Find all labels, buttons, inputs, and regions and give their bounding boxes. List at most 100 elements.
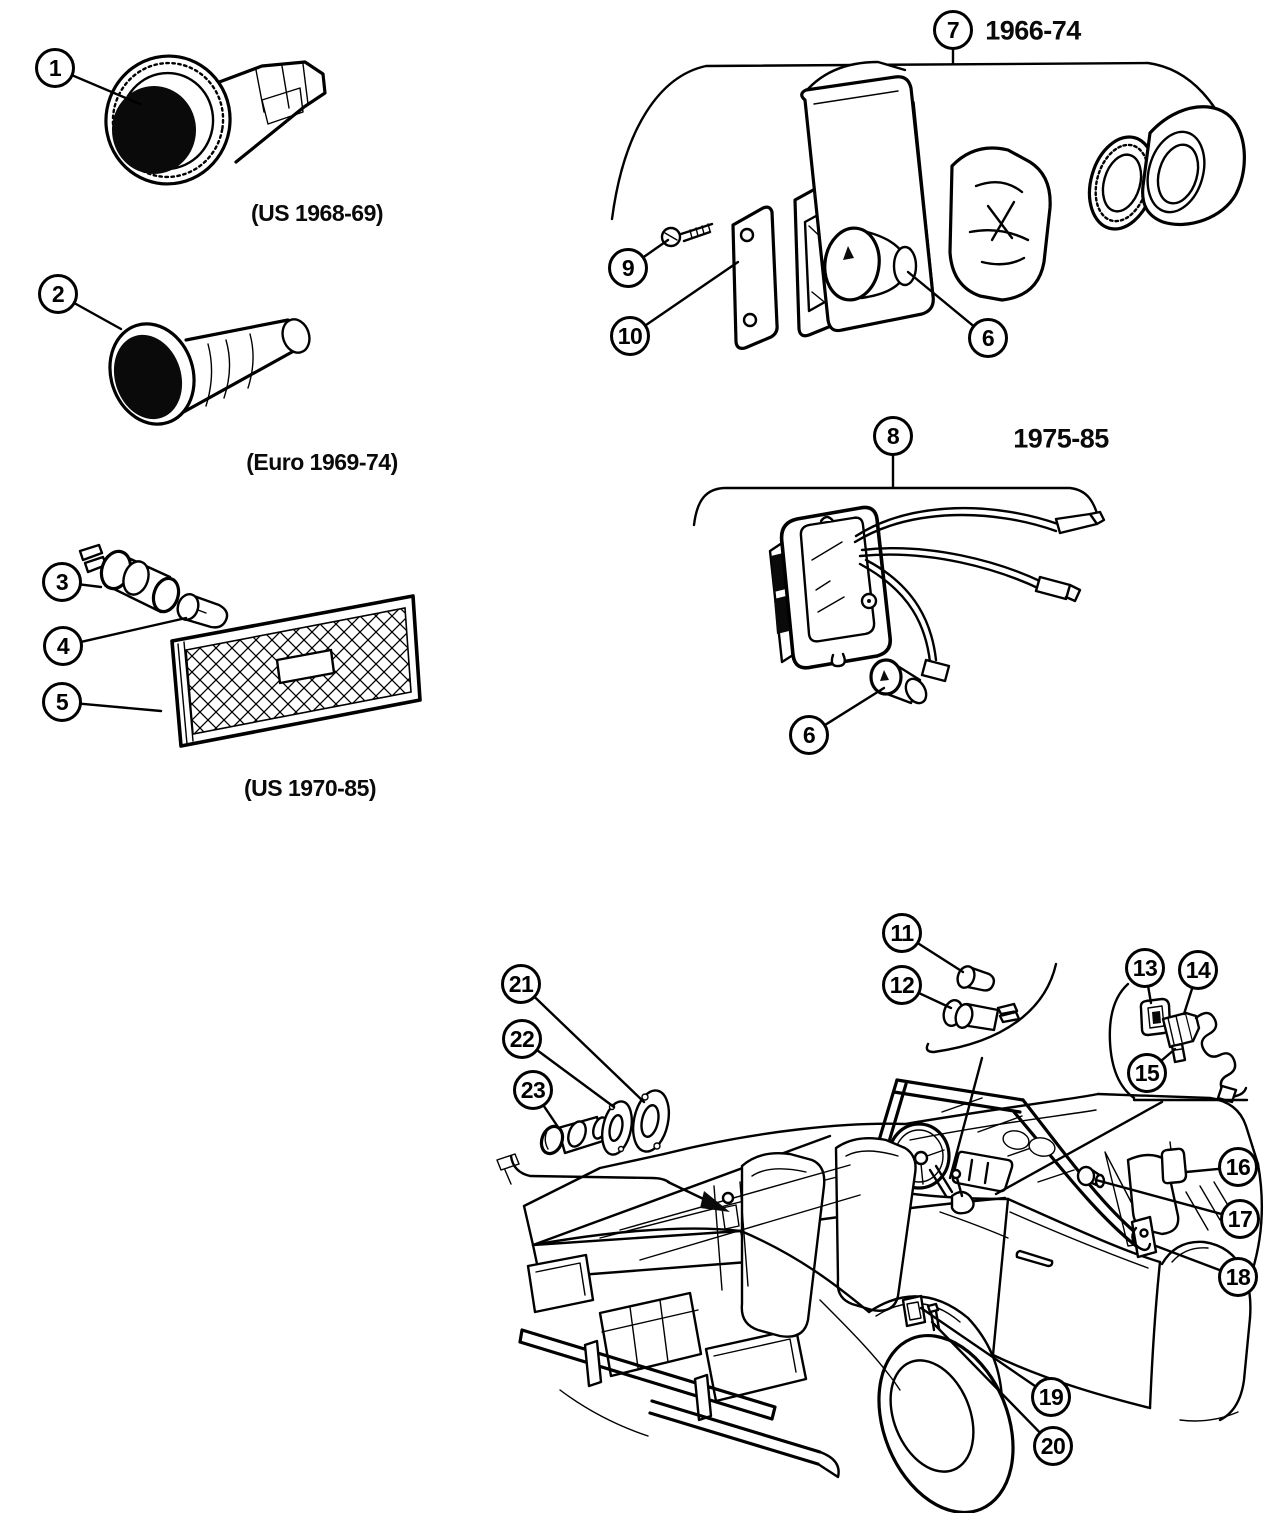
- callout-circle: [1125, 948, 1165, 988]
- bracket-13-15-left: [1108, 982, 1136, 1100]
- callout-circle: [1127, 1053, 1167, 1093]
- callout-21: 21: [501, 964, 646, 1104]
- callout-13: 13: [1125, 948, 1165, 1005]
- backing-plate-part-10: [731, 205, 779, 350]
- caption-range-1966-74: 1966-74: [985, 15, 1081, 45]
- locator-arrow-21-23-head: [700, 1191, 730, 1212]
- rubber-cone-lens: [1141, 105, 1246, 227]
- part-3-bulb-socket-drawing: [78, 543, 181, 614]
- callout-16: 16: [1184, 1147, 1258, 1187]
- jamb-switch-part-16-location: [1160, 1141, 1188, 1185]
- callout-number: 21: [509, 971, 534, 997]
- callout-circle: [513, 1070, 553, 1110]
- callout-leader-line: [533, 995, 646, 1104]
- callout-number: 8: [887, 423, 900, 449]
- part-1-dome-marker-lamp-drawing: [104, 54, 327, 186]
- callout-circle: [789, 715, 829, 755]
- callout-circle: [608, 248, 648, 288]
- callout-number: 3: [56, 569, 68, 595]
- callout-leader-line: [917, 991, 953, 1010]
- car-drawing: [496, 1078, 1264, 1513]
- front-bumper: [518, 1328, 840, 1479]
- part-23-courtesy-lamp-drawing: [539, 1115, 608, 1156]
- callout-number: 17: [1228, 1206, 1253, 1232]
- part-15-terminal-drawing: [1170, 1042, 1187, 1064]
- callout-number: 11: [890, 920, 914, 946]
- part-22-gasket-drawing: [600, 1100, 634, 1156]
- callout-circle: [1178, 950, 1218, 990]
- callout-23: 23: [513, 1070, 560, 1129]
- callout-number: 22: [510, 1026, 535, 1052]
- seats: [740, 1137, 1180, 1338]
- callout-leader-line: [70, 73, 142, 106]
- callout-leader-line: [1146, 985, 1153, 1005]
- callout-leader-line: [1154, 1244, 1222, 1272]
- callout-number: 14: [1186, 957, 1211, 983]
- caption-range-1975-85: 1975-85: [1013, 423, 1109, 453]
- callout-circle: [1218, 1147, 1258, 1187]
- callout-8: 8: [873, 416, 913, 489]
- part-5-lens-drawing: [170, 594, 422, 748]
- callout-leader-line: [1184, 1167, 1221, 1174]
- callout-circle: [501, 964, 541, 1004]
- dash-console: [951, 1130, 1056, 1193]
- callout-leader-line: [823, 686, 886, 727]
- deck-knob-part-17-location: [1076, 1165, 1106, 1189]
- callout-number: 2: [52, 281, 64, 307]
- callout-number: 23: [521, 1077, 546, 1103]
- part-11-bulb-drawing: [956, 965, 996, 992]
- callout-circle: [42, 562, 82, 602]
- callout-leader-line: [930, 1320, 1042, 1435]
- bracket-21-23: [509, 1154, 672, 1185]
- callout-circle: [933, 10, 973, 50]
- callout-number: 13: [1133, 955, 1158, 981]
- callout-circle: [610, 316, 650, 356]
- door-latch-part-18-location: [1130, 1215, 1158, 1259]
- callout-leader-line: [79, 583, 103, 589]
- callout-number: 9: [622, 255, 634, 281]
- callout-number: 1: [49, 55, 62, 81]
- callout-circle: [35, 48, 75, 88]
- callout-circle: [882, 965, 922, 1005]
- bulb-part-6b: [869, 658, 928, 705]
- caption-us-1968-69: (US 1968-69): [251, 200, 383, 226]
- callout-19: 19: [919, 1306, 1071, 1417]
- callout-circle: [1031, 1377, 1071, 1417]
- callout-leader-line: [1182, 986, 1194, 1016]
- part-12-socket-drawing: [942, 999, 1021, 1032]
- door-right: [991, 1197, 1162, 1410]
- part-2-euro-marker-lamp-drawing: [108, 318, 311, 426]
- callout-22: 22: [502, 1019, 616, 1109]
- callout-leader-line: [642, 238, 670, 259]
- callout-circle: [43, 626, 83, 666]
- lamp-wires: [853, 506, 1106, 683]
- assembly-1975-85-drawing: [692, 486, 1106, 705]
- callout-circle: [38, 274, 78, 314]
- part-14-connector-drawing: [1161, 1011, 1201, 1049]
- callout-6: 6: [906, 270, 1008, 358]
- callout-12: 12: [882, 965, 953, 1010]
- callout-1: 1: [35, 48, 142, 106]
- assembly-1966-74-drawing: [610, 60, 1246, 350]
- door-handle: [1015, 1249, 1054, 1268]
- callout-circle: [1220, 1199, 1260, 1239]
- part-4-bulb-drawing: [176, 593, 229, 629]
- callout-number: 18: [1226, 1264, 1251, 1290]
- callout-leader-line: [916, 941, 965, 974]
- callout-number: 7: [947, 17, 959, 43]
- callout-number: 16: [1226, 1154, 1251, 1180]
- callout-number: 20: [1041, 1433, 1066, 1459]
- headlamp-left: [526, 1253, 595, 1314]
- callout-4: 4: [43, 616, 188, 666]
- bulb-part-6a: [823, 226, 918, 302]
- callout-14: 14: [1178, 950, 1218, 1016]
- callout-number: 5: [56, 689, 69, 715]
- lamp-housing: [800, 60, 935, 333]
- callout-9: 9: [608, 238, 670, 288]
- rear-deck: [619, 1092, 1100, 1261]
- callout-leader-line: [919, 1306, 1037, 1388]
- callout-number: 4: [57, 633, 70, 659]
- callout-number: 19: [1039, 1384, 1064, 1410]
